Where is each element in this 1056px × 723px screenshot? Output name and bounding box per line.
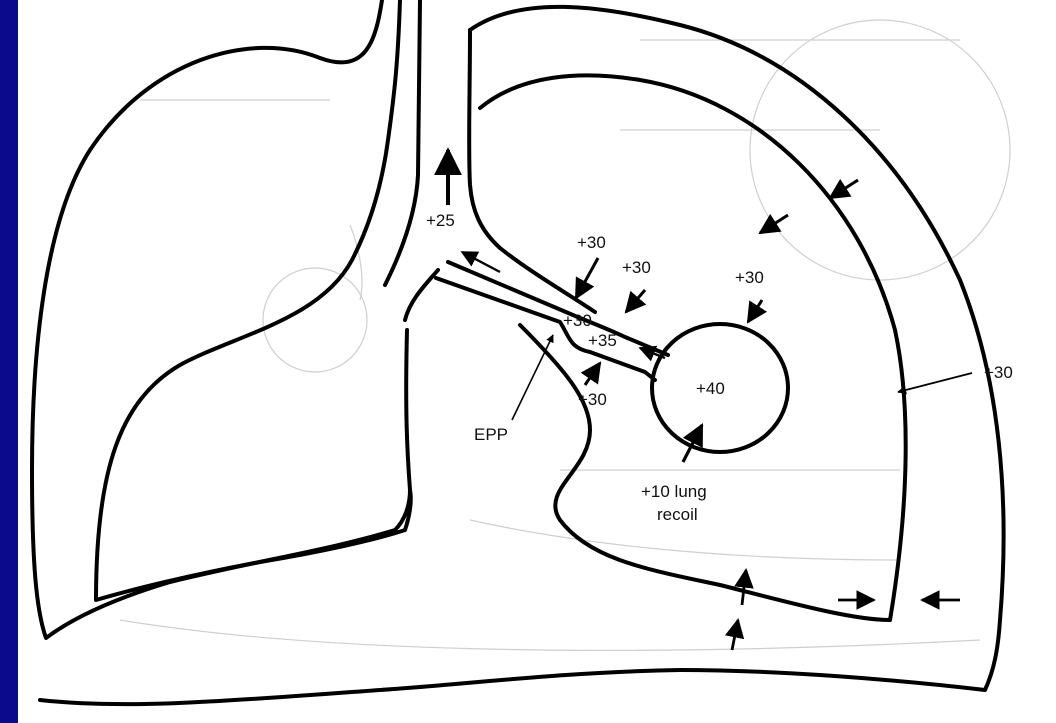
epp-point-pressure-label: +30 (563, 311, 592, 330)
pleural-pressure-label: +30 (984, 363, 1013, 382)
trachea-pressure-label: +25 (426, 211, 455, 230)
lung-recoil-label-line2: recoil (657, 505, 698, 524)
airway-pressure-upper-right-label: +30 (622, 258, 651, 277)
epp-label: EPP (474, 425, 508, 444)
alveolus-outer-pressure-label: +30 (735, 268, 764, 287)
airway-pressure-upper-label: +30 (577, 233, 606, 252)
airway-pressure-lower-label: +30 (578, 390, 607, 409)
alveolus-pressure-label: +40 (696, 379, 725, 398)
lung-recoil-label-line1: +10 lung (641, 482, 707, 501)
airway-inner-pressure-label: +35 (588, 331, 617, 350)
